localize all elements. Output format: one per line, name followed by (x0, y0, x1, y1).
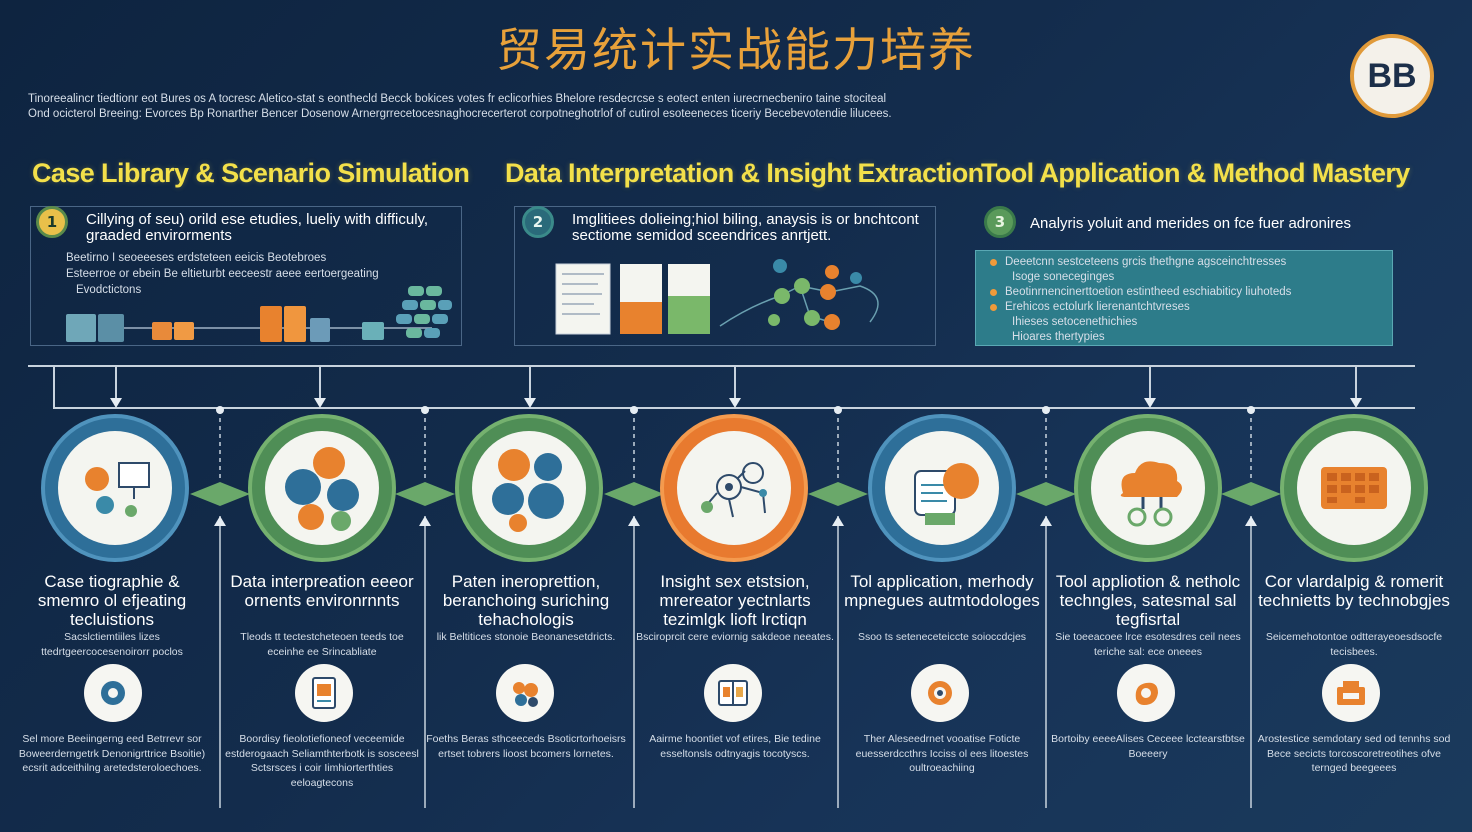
bullet-item: Deeetcnn sestceteens grcis thethgne agsc… (1005, 256, 1287, 268)
flow-diagram-illustration (66, 286, 452, 342)
bubbles-icon (492, 449, 564, 532)
bullet-item: Esteerroe or ebein Be eltieturbt eeceest… (66, 268, 379, 280)
bullet-dot (990, 289, 997, 296)
bullet-dot (990, 304, 997, 311)
section-panel-1 (30, 206, 462, 346)
intro-line-2: Ond ocicterol Breeing: Evorces Bp Ronart… (28, 108, 892, 120)
building-icon (1322, 664, 1380, 722)
circuit-icon (1321, 467, 1387, 509)
stage-desc-2: Tleods tt tectestcheteoen teeds toe ecei… (240, 631, 404, 658)
section-bullets-3: Deeetcnn sestceteens grcis thethgne agsc… (975, 250, 1393, 346)
page-title: 贸易统计实战能力培养 (496, 23, 976, 77)
bullet-item: Evodctictons (76, 284, 142, 296)
bullet-item: Ihieses setocenethichies (1012, 316, 1138, 328)
stage-footer-1: Sel more Beeiingerng eed Betrrevr sor Bo… (18, 733, 206, 774)
connector-lines (28, 365, 1415, 808)
stage-footer-6: Bortoiby eeeeAlises Ceceee lcctearstbtse… (1051, 733, 1245, 760)
document-icon (914, 463, 979, 525)
chart-icon (496, 664, 554, 722)
gear-icon (84, 664, 142, 722)
cloud-icon (1120, 461, 1182, 527)
stage-title-5: Tol application, merhody mpnegues autmto… (844, 572, 1040, 610)
bullet-item: Beotinrnencinerttoetion estintheed eschi… (1005, 286, 1292, 298)
logo-badge: BB (1350, 34, 1434, 118)
stage-desc-1: Sacslctiemtiiles lizes ttedrtgeercocesen… (41, 631, 183, 658)
stage-desc-6: Sie toeeacoee lrce esotesdres ceil nees … (1055, 631, 1241, 658)
section-text-2: Imglitiees dolieing;hiol biling, anaysis… (572, 211, 919, 244)
stage-circle-3 (455, 414, 603, 562)
stage-title-7: Cor vlardalpig & romerit technietts by t… (1258, 572, 1450, 610)
stage-desc-3: lik Beltitices stonoie Beonanesetdricts. (436, 631, 616, 643)
bullet-item: Hioares thertypies (1012, 331, 1105, 343)
section-bullets-1: Beetirno I seoeeeses erdsteteen eeicis B… (66, 250, 446, 298)
stage-footer-4: Aairme hoontiet vof etires, Bie tedine e… (649, 733, 821, 760)
section-panel-2 (514, 206, 936, 346)
stage-circle-4 (660, 414, 808, 562)
stage-circle-2 (248, 414, 396, 562)
section-text-1: Cillying of seu) orild ese etudies, luel… (86, 211, 429, 244)
stage-title-1: Case tiographie & smemro ol efjeating te… (37, 572, 187, 629)
stage-circle-1 (41, 414, 189, 562)
stage-footer-7: Arostestice semdotary sed od tennhs sod … (1257, 733, 1451, 774)
section-heading-3: Tool Application & Method Mastery (981, 158, 1410, 188)
presentation-icon (85, 462, 150, 517)
section-text-3: Analyris yoluit and merides on fce fuer … (1030, 215, 1351, 232)
stage-footer-3: Foeths Beras sthceeceds Bsoticrtorhoeisr… (426, 733, 626, 760)
stage-footer-2: Boordisy fieolotiefioneof veceemide estd… (225, 733, 419, 789)
step-number-1: 1 (36, 206, 68, 238)
intro-text: Tinoreealincr tiedtionr eot Bures os A t… (28, 92, 1088, 122)
stage-desc-4: Bsciroprcit cere eviornig sakdeoe neeate… (636, 631, 834, 643)
step-number-3: 3 (984, 206, 1016, 238)
stage-title-3: Paten ineroprettion, beranchoing surichi… (442, 572, 610, 629)
stage-title-6: Tool appliotion & netholc techngles, sat… (1055, 572, 1241, 629)
bubbles-icon (285, 447, 359, 531)
network-icon (701, 462, 767, 518)
stage-circle-6 (1074, 414, 1222, 562)
bullet-item: Beetirno I seoeeeses erdsteteen eeicis B… (66, 252, 327, 264)
step-number-2: 2 (522, 206, 554, 238)
bullet-item: Isoge soneceginges (1012, 271, 1115, 283)
eye-icon (911, 664, 969, 722)
stage-footer-5: Ther Aleseedrnet vooatise Foticte euesse… (855, 733, 1029, 774)
dashboard-illustration (555, 259, 879, 335)
bullet-dot (990, 259, 997, 266)
document-icon (295, 664, 353, 722)
bullet-item: Erehicos ectolurk lierenantchtvreses (1005, 301, 1190, 313)
stage-title-2: Data interpreation eeeor ornents environ… (230, 572, 414, 610)
section-heading-2: Data Interpretation & Insight Extraction (505, 158, 984, 188)
stage-title-4: Insight sex etstsion, mrereator yectnlar… (659, 572, 811, 629)
stage-circle-7 (1280, 414, 1428, 562)
intro-line-1: Tinoreealincr tiedtionr eot Bures os A t… (28, 93, 887, 105)
section-heading-1: Case Library & Scenario Simulation (32, 158, 470, 188)
stage-circle-5 (868, 414, 1016, 562)
book-icon (704, 664, 762, 722)
stage-desc-5: Ssoo ts seteneceteiccte soioccdcjes (857, 631, 1027, 643)
stage-desc-7: Seicemehotontoe odtterayeoesdsocfe tecis… (1265, 631, 1443, 658)
hand-icon (1117, 664, 1175, 722)
